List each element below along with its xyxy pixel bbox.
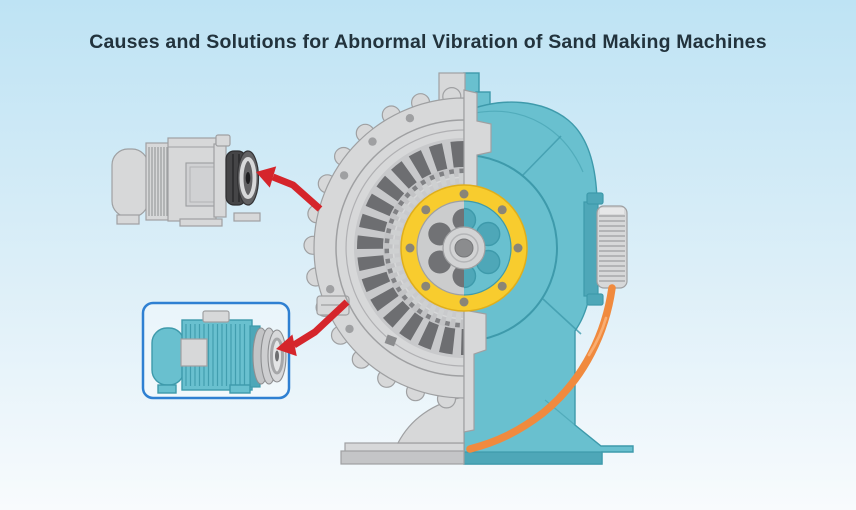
motor-top-fins bbox=[148, 147, 168, 216]
teal-seam-spoke-upper bbox=[521, 135, 562, 177]
motor-bottom-junction-box bbox=[180, 338, 208, 367]
casing-inner-arc-1 bbox=[335, 119, 465, 377]
casing-clip bbox=[384, 334, 398, 347]
motor-top-endcap bbox=[111, 148, 149, 218]
motor-bottom-foot-left bbox=[157, 384, 177, 394]
casing-inner-arc-2 bbox=[345, 129, 465, 367]
cause-arrow-bottom bbox=[276, 299, 350, 357]
drive-gear-ribs bbox=[599, 215, 625, 282]
gear-mount-plate bbox=[583, 201, 599, 297]
motor-top-flange bbox=[213, 143, 227, 218]
bearing-flange bbox=[400, 184, 528, 312]
gear-mount-bottom bbox=[586, 293, 604, 306]
gear-mount-top bbox=[586, 192, 604, 205]
teal-seam-spoke-lower bbox=[542, 298, 582, 335]
cause-arrow-top bbox=[256, 166, 323, 212]
impeller-vanes bbox=[354, 138, 465, 358]
cut-surface bbox=[463, 89, 492, 433]
base-step-left bbox=[340, 450, 465, 465]
shaft-hub bbox=[442, 226, 486, 270]
motor-top-foot-left bbox=[116, 214, 140, 225]
motor-top-cap bbox=[215, 134, 231, 147]
bearing-plate-right bbox=[464, 200, 512, 296]
flange-bolts bbox=[405, 189, 523, 307]
teal-seam-rim bbox=[474, 110, 584, 173]
machine-housing-right bbox=[463, 72, 634, 465]
casing-rim-bolts bbox=[326, 114, 415, 334]
motor-bottom-endcap bbox=[151, 327, 185, 386]
teal-base-step bbox=[463, 451, 603, 465]
page-title: Causes and Solutions for Abnormal Vibrat… bbox=[89, 31, 767, 53]
bearing-plate-left bbox=[416, 200, 464, 296]
drive-gear bbox=[596, 205, 628, 289]
motor-top-foot-mid bbox=[179, 218, 223, 227]
teal-seam-circle bbox=[463, 154, 558, 342]
motor-top-foot-right bbox=[233, 212, 261, 222]
motor-bottom bbox=[151, 310, 287, 394]
drive-gear-highlight bbox=[600, 208, 624, 214]
motor-bottom-foot-right bbox=[229, 384, 251, 394]
motor-top bbox=[111, 134, 261, 227]
rotor-gear bbox=[389, 173, 465, 323]
drive-belt bbox=[466, 284, 616, 453]
motor-bottom-pulley bbox=[252, 327, 287, 385]
motor-top-pulley bbox=[225, 150, 260, 206]
motor-bottom-cap bbox=[202, 310, 230, 323]
